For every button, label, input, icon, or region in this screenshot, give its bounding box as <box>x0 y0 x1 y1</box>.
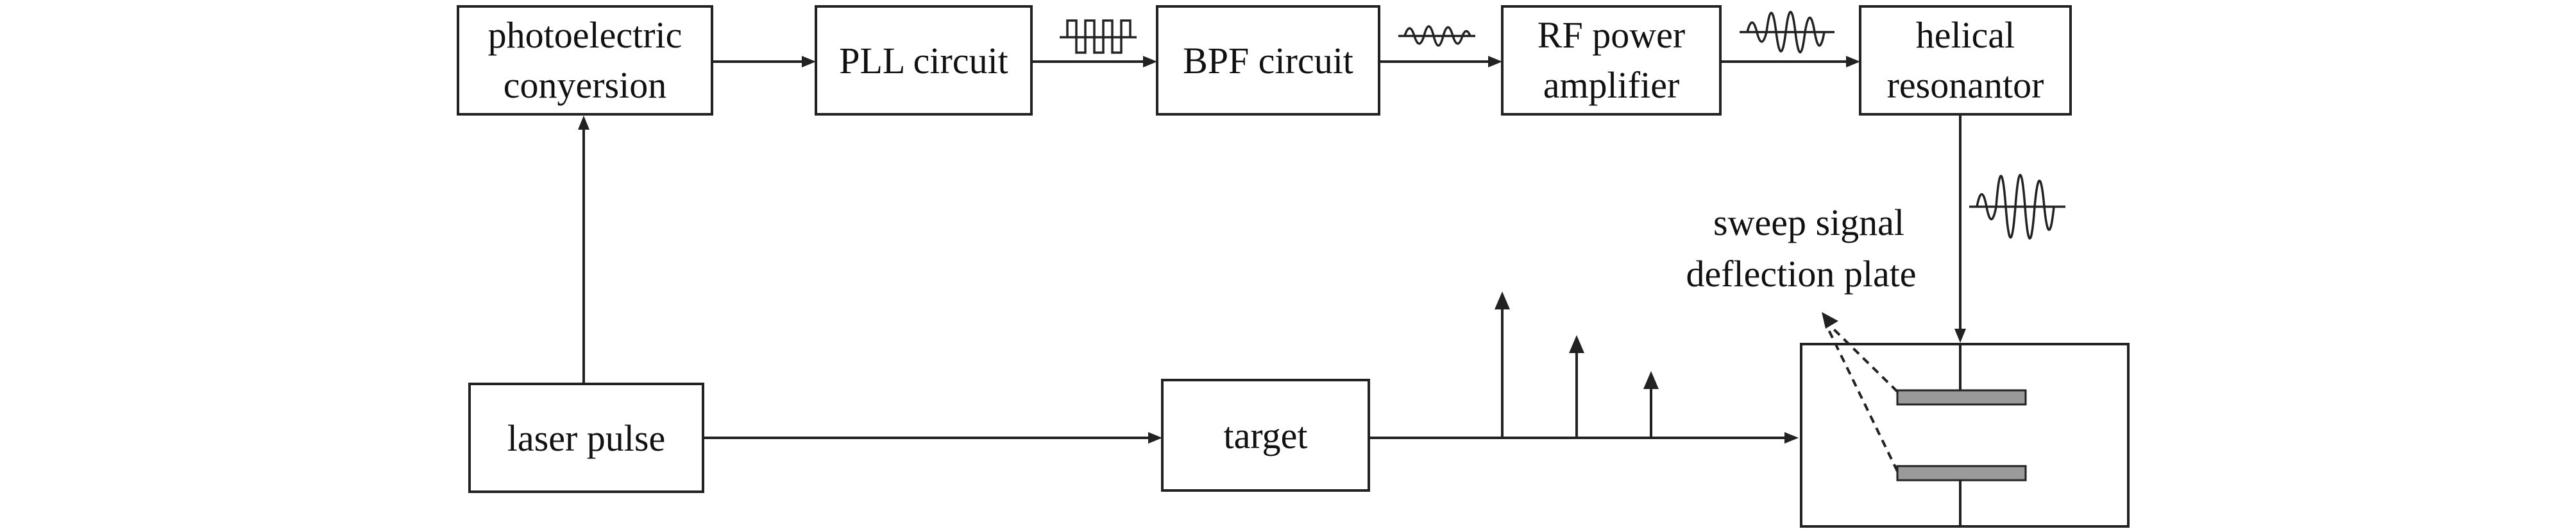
upper-deflection-plate <box>1896 389 2027 406</box>
connector-laser-to-photoelectric <box>578 116 589 384</box>
pulse-arrow-icon <box>1569 335 1584 438</box>
pulse-arrow-icon <box>1495 291 1510 438</box>
connector-laser-to-target <box>703 432 1162 444</box>
helical-label-line1: helical <box>1916 14 2015 56</box>
arrowhead-icon <box>578 116 589 130</box>
arrowhead-icon <box>802 56 816 67</box>
helical-label-line2: resonantor <box>1887 64 2044 106</box>
sine-wave-icon <box>1398 25 1475 47</box>
arrowhead-icon <box>1148 432 1162 444</box>
connector-target-to-deflection <box>1369 432 1799 444</box>
connector-photoelectric-to-pll <box>712 56 816 67</box>
pll-circuit-label: PLL circuit <box>839 40 1008 82</box>
pulse-arrow-icon <box>1643 371 1659 438</box>
arrowhead-icon <box>1143 56 1157 67</box>
annotation-line1: sweep signal <box>1713 202 1904 243</box>
annotation-line2: deflection plate <box>1686 253 1916 295</box>
pll-circuit-block: PLL circuit <box>815 5 1033 116</box>
connector-pll-to-bpf <box>1031 56 1157 67</box>
rf-power-amplifier-block: RF power amplifier <box>1501 5 1722 116</box>
connector-helical-to-deflection <box>1954 114 1966 343</box>
photoelectric-label-line2: conyersion <box>504 64 667 106</box>
sine-wave-icon <box>1740 10 1835 54</box>
annotation-leader-lines <box>1822 312 1899 472</box>
photoelectric-label-line1: photoelectric <box>488 14 682 56</box>
arrowhead-icon <box>1846 56 1860 67</box>
sweep-signal-annotation: sweep signal deflection plate <box>1686 202 1916 295</box>
target-label: target <box>1224 415 1308 456</box>
arrowhead-icon <box>1784 432 1799 444</box>
rf-amplifier-label-line1: RF power <box>1538 14 1685 56</box>
deflection-tube-box <box>1800 343 2130 528</box>
arrowhead-icon <box>1954 329 1966 343</box>
connector-rf-amp-to-helical <box>1720 56 1860 67</box>
target-block: target <box>1161 379 1370 492</box>
laser-pulse-block: laser pulse <box>468 383 704 493</box>
lower-deflection-plate <box>1896 465 2027 481</box>
bpf-circuit-block: BPF circuit <box>1156 5 1380 116</box>
helical-resonator-block: helical resonantor <box>1859 5 2072 116</box>
connector-bpf-to-rf-amp <box>1379 56 1502 67</box>
laser-pulse-label: laser pulse <box>507 417 665 459</box>
rf-amplifier-label-line2: amplifier <box>1543 64 1680 106</box>
arrowhead-icon <box>1822 312 1838 329</box>
sine-wave-icon <box>1969 173 2065 240</box>
square-wave-icon <box>1060 19 1137 54</box>
bpf-circuit-label: BPF circuit <box>1183 40 1353 82</box>
arrowhead-icon <box>1488 56 1502 67</box>
photoelectric-conversion-block: photoelectric conyersion <box>457 5 713 116</box>
